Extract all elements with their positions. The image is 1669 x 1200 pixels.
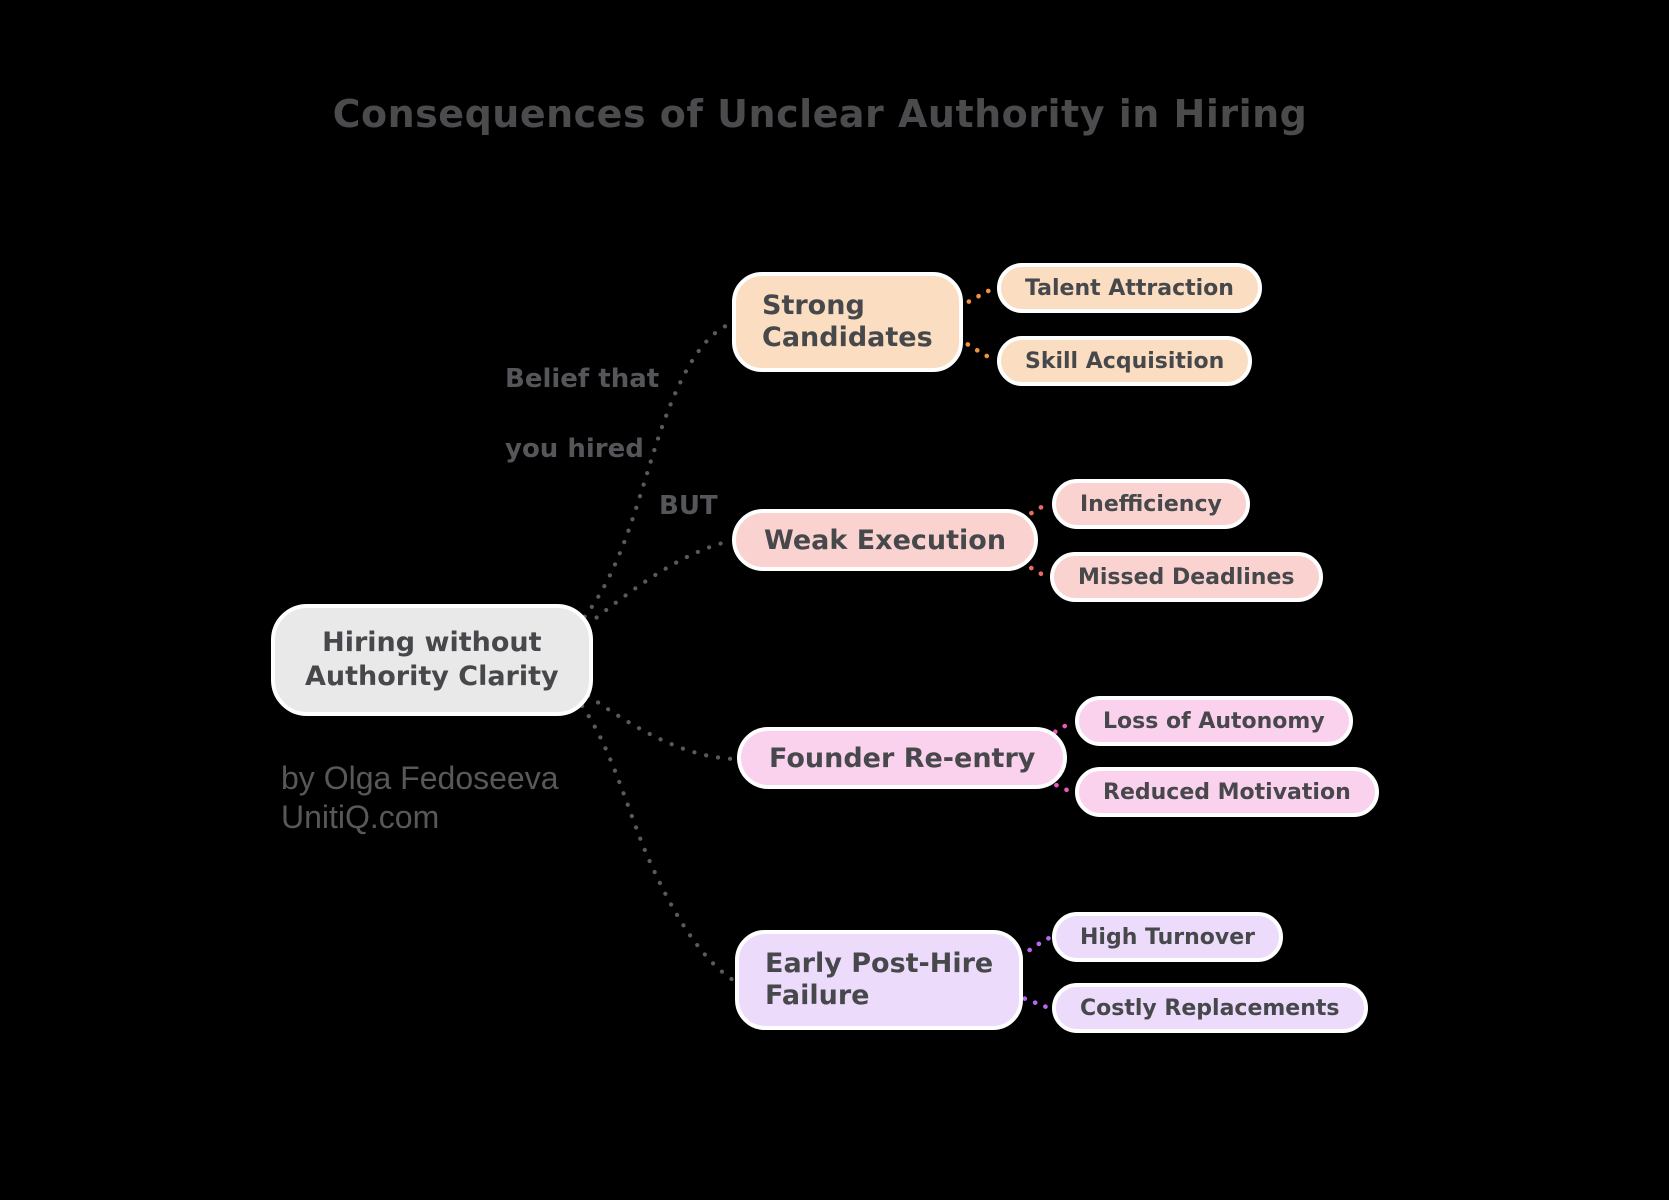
- attribution-byline: by Olga Fedoseeva: [281, 760, 559, 796]
- root-node-line2: Authority Clarity: [305, 661, 559, 692]
- child-node-inefficiency: Inefficiency: [1052, 479, 1250, 529]
- child-node-costly-replacements: Costly Replacements: [1052, 983, 1368, 1033]
- attribution-site: UnitiQ.com: [281, 799, 440, 836]
- belief-label-line1: Belief that: [505, 364, 660, 394]
- early-post-hire-line1: Early Post-Hire: [765, 947, 994, 979]
- diagram-title: Consequences of Unclear Authority in Hir…: [332, 92, 1308, 136]
- child-node-reduced-motivation: Reduced Motivation: [1075, 767, 1379, 817]
- edge-root-to-strong-candidates: [546, 321, 733, 652]
- root-node-hiring-without-authority-clarity: Hiring without Authority Clarity: [271, 604, 593, 716]
- branch-node-early-post-hire-failure: Early Post-Hire Failure: [735, 930, 1024, 1030]
- branch-node-strong-candidates: Strong Candidates: [732, 272, 963, 372]
- edge-label-belief-that-you-hired: Belief that you hired: [505, 362, 659, 467]
- attribution: by Olga Fedoseeva UnitiQ.com: [281, 759, 559, 837]
- branch-node-founder-re-entry: Founder Re-entry: [737, 727, 1068, 789]
- child-node-skill-acquisition: Skill Acquisition: [997, 336, 1253, 386]
- child-node-high-turnover: High Turnover: [1052, 912, 1284, 962]
- belief-label-line2: you hired: [505, 434, 644, 465]
- edge-label-but: BUT: [659, 491, 718, 521]
- edge-root-to-early-post-hire: [546, 668, 736, 983]
- root-node-line1: Hiring without: [322, 627, 542, 659]
- early-post-hire-line2: Failure: [765, 980, 870, 1011]
- child-node-talent-attraction: Talent Attraction: [997, 263, 1262, 313]
- child-node-missed-deadlines: Missed Deadlines: [1050, 552, 1323, 602]
- edge-root-to-weak-execution: [546, 538, 733, 658]
- strong-candidates-line2: Candidates: [762, 322, 933, 353]
- branch-node-weak-execution: Weak Execution: [732, 509, 1039, 571]
- child-node-loss-of-autonomy: Loss of Autonomy: [1075, 696, 1353, 746]
- strong-candidates-line1: Strong: [762, 289, 865, 321]
